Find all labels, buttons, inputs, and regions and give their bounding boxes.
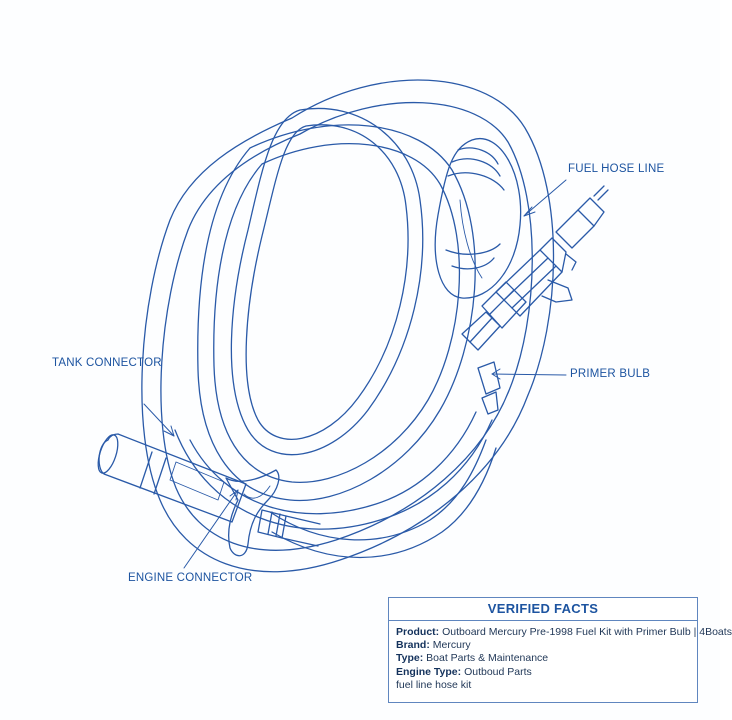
primer-bulb-ridge-1 bbox=[457, 147, 499, 165]
fact-brand-value: Mercury bbox=[432, 639, 471, 652]
connector-band-2 bbox=[153, 457, 167, 495]
callout-arrows bbox=[143, 179, 567, 569]
verified-facts-box: VERIFIED FACTS Product: Outboard Mercury… bbox=[388, 597, 732, 703]
primer-bulb-ridge-4 bbox=[445, 243, 501, 255]
primer-bulb-arrow-line bbox=[491, 373, 567, 376]
primer-bulb bbox=[434, 137, 522, 299]
connector-cylinder-face bbox=[97, 434, 119, 474]
fitting-top-pin bbox=[593, 185, 605, 197]
hose-middle-loop-wall-b bbox=[213, 143, 461, 483]
hose-to-tank-connector-b bbox=[271, 447, 497, 559]
engine-connector-arrow-line bbox=[183, 489, 239, 569]
hose-lower-swoop-b bbox=[189, 411, 477, 515]
hose-to-tank-connector-a bbox=[269, 439, 487, 541]
lower-connector bbox=[97, 433, 321, 557]
connector-wing-grip bbox=[225, 469, 280, 557]
hose-middle-loop-wall-a bbox=[197, 124, 476, 502]
fact-product-key: Product: bbox=[396, 626, 440, 638]
primer-bulb-arrow-head bbox=[491, 368, 501, 380]
mid-coupler-tip bbox=[481, 391, 499, 415]
fitting-side-valve bbox=[541, 279, 573, 303]
connector-hose-stub bbox=[281, 515, 321, 547]
hose-outer-loop-wall-a bbox=[141, 79, 555, 573]
engine-connector-arrow-head bbox=[229, 489, 239, 501]
hose-inner-loop-wall-a bbox=[230, 107, 424, 456]
mid-coupler bbox=[477, 361, 501, 415]
fact-product-value: Outboard Mercury Pre-1998 Fuel Kit with … bbox=[442, 626, 732, 638]
fitting-top-connector bbox=[555, 209, 595, 249]
connector-band-1 bbox=[139, 451, 153, 489]
verified-facts-body: Product: Outboard Mercury Pre-1998 Fuel … bbox=[389, 621, 732, 692]
tank-connector-arrow-head bbox=[163, 425, 175, 437]
fitting-top-cap bbox=[577, 197, 605, 227]
fitting-collar-ring bbox=[489, 289, 515, 315]
fitting-top-pin-2 bbox=[597, 189, 609, 201]
fact-brand: Brand: Mercury bbox=[396, 639, 697, 652]
hose-inner-loop-wall-b bbox=[245, 124, 409, 440]
fact-engine-type-key: Engine Type: bbox=[396, 665, 462, 678]
primer-bulb-ridge-3 bbox=[447, 172, 505, 191]
connector-collar-ring-2 bbox=[275, 513, 281, 537]
hose-lower-swoop-a bbox=[174, 419, 493, 530]
fact-engine-type-value: Outboud Parts bbox=[464, 665, 532, 678]
primer-bulb-body bbox=[434, 137, 522, 299]
primer-bulb-ridge-2 bbox=[451, 158, 501, 177]
tank-connector-arrow-line bbox=[143, 403, 175, 437]
fitting-barrel-band-2 bbox=[511, 265, 557, 309]
connector-wing-inner bbox=[243, 485, 271, 499]
fitting-top-nipple bbox=[565, 253, 577, 271]
fact-tags: fuel line hose kit bbox=[396, 678, 472, 691]
fuel-hose-line-label: FUEL HOSE LINE bbox=[568, 163, 665, 175]
connector-window bbox=[169, 461, 225, 501]
hose-coils bbox=[141, 79, 555, 573]
tank-connector-label: TANK CONNECTOR bbox=[52, 357, 162, 369]
connector-collar-ring-1 bbox=[267, 511, 273, 535]
fitting-assembly bbox=[461, 185, 609, 351]
fitting-hose-join bbox=[461, 311, 501, 351]
fuel-hose-arrow-head bbox=[523, 206, 536, 217]
fitting-top-tube bbox=[539, 237, 567, 273]
fuel-hose-arrow-line bbox=[523, 179, 567, 217]
fact-engine-type: Engine Type: Outboud Parts bbox=[396, 666, 697, 679]
mid-coupler-body bbox=[477, 361, 501, 395]
fitting-hose-join-ring bbox=[469, 317, 493, 343]
fact-type-value: Boat Parts & Maintenance bbox=[426, 652, 549, 665]
fact-brand-key: Brand: bbox=[396, 639, 430, 652]
fact-type: Type: Boat Parts & Maintenance bbox=[396, 652, 697, 665]
engine-connector-label: ENGINE CONNECTOR bbox=[128, 572, 253, 584]
hose-outer-loop-wall-b bbox=[160, 101, 533, 551]
primer-bulb-label: PRIMER BULB bbox=[570, 368, 651, 380]
primer-bulb-highlight bbox=[459, 199, 483, 279]
fact-type-key: Type: bbox=[396, 652, 424, 665]
fact-product: Product: Outboard Mercury Pre-1998 Fuel … bbox=[396, 626, 732, 639]
verified-facts-title: VERIFIED FACTS bbox=[389, 598, 697, 621]
